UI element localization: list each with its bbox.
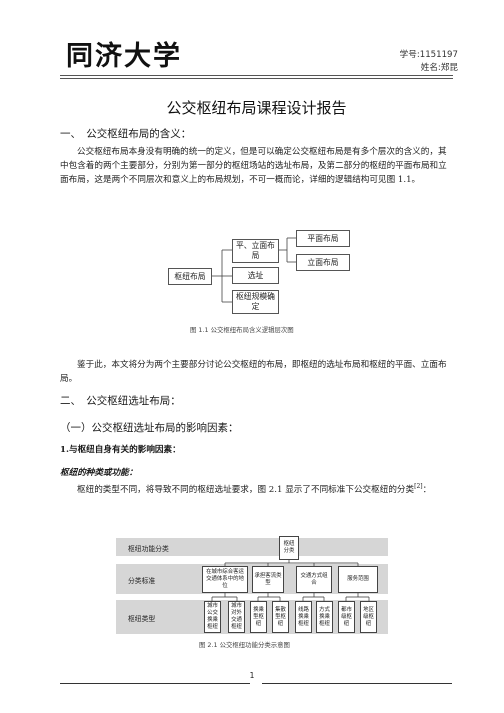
fig1-root-box: 枢纽布局 <box>168 268 212 285</box>
fig1-box-elevation-layout: 立面布局 <box>296 254 350 271</box>
fig2-band-label-criteria: 分类标准 <box>128 577 156 585</box>
page-number: 1 <box>249 671 255 680</box>
fig2-type-box-3: 换乘型枢纽 <box>250 601 267 633</box>
fig1-box-scale: 枢纽规模确定 <box>232 290 279 314</box>
section2-paragraph: 枢纽的类型不同，将导致不同的枢纽选址要求，图 2.1 显示了不同标准下公交枢纽的… <box>77 483 432 495</box>
fig1-box-plan-layout: 平面布局 <box>296 230 350 247</box>
fig1-box-site-selection: 选址 <box>232 267 279 284</box>
section1-heading: 一、 公交枢纽布局的含义： <box>60 128 192 140</box>
fig2-type-box-6: 方式换乘枢纽 <box>316 601 333 633</box>
fig2-type-box-8: 地区级枢纽 <box>360 601 377 633</box>
section2-subheading-3: 枢纽的种类或功能： <box>60 468 138 478</box>
fig2-criteria-box-range: 服务范围 <box>338 566 378 593</box>
figure-2-1-caption: 图 2.1 公交枢纽功能分类示意图 <box>199 641 290 649</box>
section2-subheading-2: 1.与枢纽自身有关的影响因素： <box>60 445 181 455</box>
fig2-criteria-box-passenger: 承担客流类型 <box>252 566 284 593</box>
fig2-type-box-4: 集散型枢纽 <box>272 601 289 633</box>
fig2-type-box-2: 城市对外交通枢纽 <box>228 601 245 633</box>
section2-heading: 二、 公交枢纽选址布局： <box>60 395 181 407</box>
footer-rule-left <box>60 683 250 684</box>
fig2-type-box-1: 城市公交换乘枢纽 <box>204 601 221 633</box>
student-name: 姓名:郑昆 <box>420 63 458 73</box>
section1-paragraph: 公交枢纽布局本身没有明确的统一的定义，但是可以确定公交枢纽布局是有多个层次的含义… <box>60 147 447 185</box>
paragraph-2: 鉴于此，本文将分为两个主要部分讨论公交枢纽的布局，即枢纽的选址布局和枢纽的平面、… <box>60 360 447 384</box>
header-rule-top <box>60 75 453 76</box>
footer-rule-right <box>262 683 452 684</box>
header-rule-bottom <box>60 78 453 79</box>
citation-ref[interactable]: [2] <box>414 483 423 490</box>
section2-subheading-1: （一）公交枢纽选址布局的影响因素： <box>60 422 239 434</box>
fig2-type-box-5: 线路换乘枢纽 <box>295 601 312 633</box>
fig2-band-function <box>116 538 388 556</box>
fig2-criteria-box-mode: 交通方式组合 <box>296 566 332 593</box>
fig2-type-box-7: 都市级枢纽 <box>338 601 355 633</box>
student-id: 学号:1151197 <box>399 50 458 60</box>
fig2-root-box: 枢纽分类 <box>279 536 299 560</box>
fig2-criteria-box-status: 在城市综合客运交通体系中的地位 <box>202 566 248 593</box>
fig2-band-label-function: 枢纽功能分类 <box>128 545 169 553</box>
page-title: 公交枢纽布局课程设计报告 <box>166 99 347 117</box>
fig2-band-label-types: 枢纽类型 <box>128 615 156 623</box>
figure-1-1-caption: 图 1.1 公交枢纽布局含义逻辑层次图 <box>190 326 294 334</box>
fig1-box-plan-elevation: 平、立面布局 <box>232 239 279 263</box>
university-logo: 同济大学 <box>66 41 182 72</box>
